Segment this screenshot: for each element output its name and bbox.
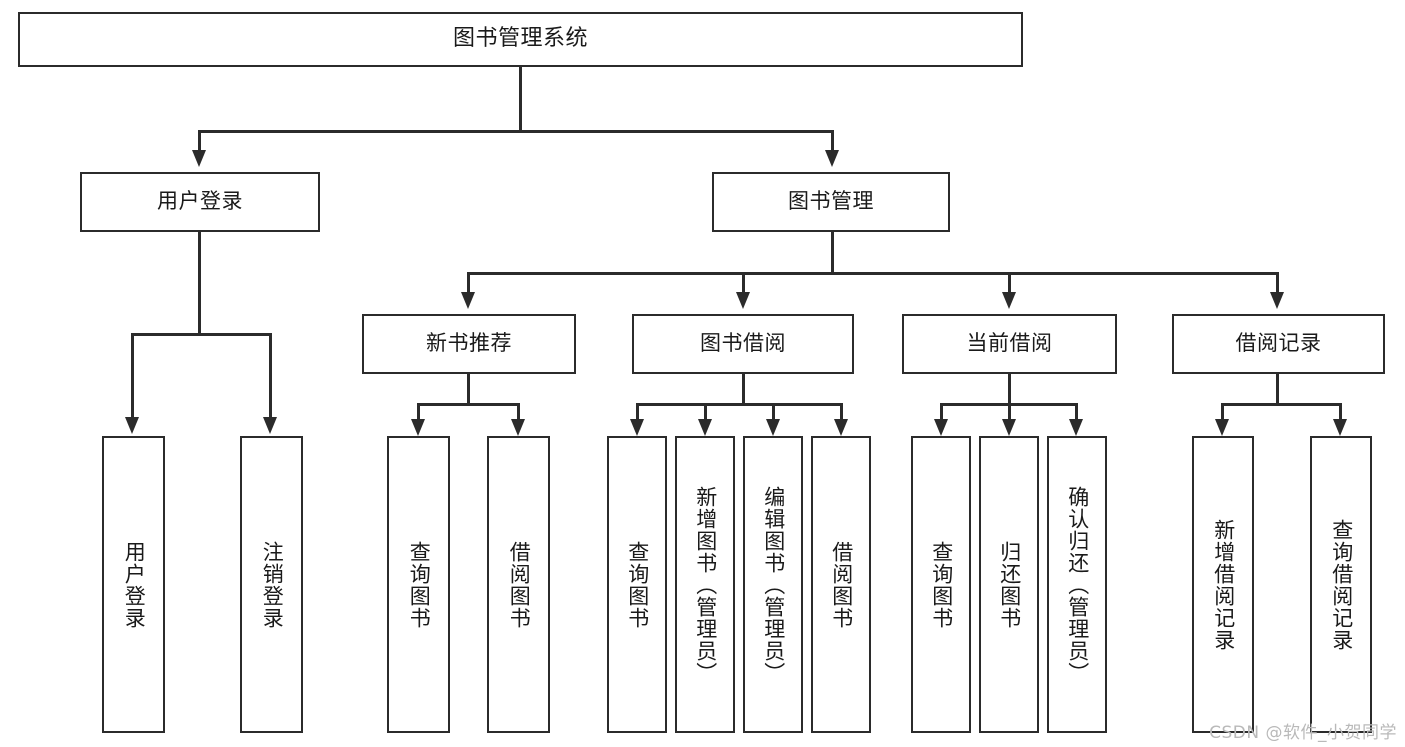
connector-drop-bb-3 [772,403,775,421]
arrow-to-br-1 [1215,419,1229,436]
leaf-add-book-admin[interactable]: 新增图书（管理员） [675,436,735,733]
leaf-query-book-cb[interactable]: 查询图书 [911,436,971,733]
connector-drop-br-2 [1339,403,1342,421]
leaf-label: 借阅图书 [829,540,854,629]
connector-drop-cb-2 [1008,403,1011,421]
connector-level3-bus [467,272,1279,275]
arrow-to-nbr-2 [511,419,525,436]
arrow-to-leaf-user-login [125,417,139,434]
connector-drop-book-management [831,130,834,152]
leaf-edit-book-admin[interactable]: 编辑图书（管理员） [743,436,803,733]
connector-drop-leaf-user-login [131,333,134,419]
connector-drop-br-1 [1221,403,1224,421]
connector-drop-bb-1 [636,403,639,421]
leaf-label: 查询图书 [407,540,432,629]
leaf-logout[interactable]: 注销登录 [240,436,303,733]
node-label: 图书管理系统 [452,26,588,52]
connector-current-borrow-stem [1008,374,1011,405]
leaf-query-borrow-record[interactable]: 查询借阅记录 [1310,436,1372,733]
connector-drop-nbr-1 [417,403,420,421]
node-new-book-recommend[interactable]: 新书推荐 [362,314,576,374]
connector-drop-leaf-logout [269,333,272,419]
connector-book-borrow-stem [742,374,745,405]
node-current-borrow[interactable]: 当前借阅 [902,314,1117,374]
connector-user-login-bus [131,333,272,336]
node-label: 当前借阅 [966,331,1053,356]
leaf-query-book-bb[interactable]: 查询图书 [607,436,667,733]
arrow-to-cb-1 [934,419,948,436]
leaf-label: 用户登录 [122,540,147,629]
leaf-borrow-book-nbr[interactable]: 借阅图书 [487,436,550,733]
connector-drop-borrow-records [1276,272,1279,294]
connector-drop-user-login [198,130,201,152]
connector-drop-nbr-2 [517,403,520,421]
node-borrow-records[interactable]: 借阅记录 [1172,314,1385,374]
node-label: 图书管理 [788,189,874,214]
arrow-to-borrow-records [1270,292,1284,309]
connector-drop-new-book-recommend [467,272,470,294]
node-book-management[interactable]: 图书管理 [712,172,950,232]
arrow-to-book-borrow [736,292,750,309]
arrow-to-user-login [192,150,206,167]
arrow-to-book-management [825,150,839,167]
connector-level2-bus [198,130,833,133]
leaf-label: 注销登录 [260,540,285,629]
connector-drop-current-borrow [1008,272,1011,294]
leaf-label: 新增借阅记录 [1211,518,1236,651]
node-label: 用户登录 [157,189,243,214]
arrow-to-nbr-1 [411,419,425,436]
node-label: 借阅记录 [1235,331,1322,356]
leaf-add-borrow-record[interactable]: 新增借阅记录 [1192,436,1254,733]
arrow-to-leaf-logout [263,417,277,434]
node-user-login[interactable]: 用户登录 [80,172,320,232]
leaf-query-book-nbr[interactable]: 查询图书 [387,436,450,733]
leaf-borrow-book-bb[interactable]: 借阅图书 [811,436,871,733]
arrow-to-bb-2 [698,419,712,436]
leaf-label: 确认归还（管理员） [1065,485,1090,684]
connector-new-book-recommend-bus [417,403,520,406]
arrow-to-br-2 [1333,419,1347,436]
leaf-label: 归还图书 [997,540,1022,629]
leaf-return-book[interactable]: 归还图书 [979,436,1039,733]
node-book-borrow[interactable]: 图书借阅 [632,314,854,374]
connector-root-stem [519,67,522,132]
connector-drop-cb-1 [940,403,943,421]
arrow-to-bb-1 [630,419,644,436]
arrow-to-bb-4 [834,419,848,436]
leaf-label: 查询图书 [625,540,650,629]
connector-drop-cb-3 [1075,403,1078,421]
arrow-to-current-borrow [1002,292,1016,309]
node-label: 新书推荐 [426,331,512,356]
connector-book-management-stem [831,232,834,274]
connector-borrow-records-bus [1221,403,1342,406]
leaf-confirm-return-admin[interactable]: 确认归还（管理员） [1047,436,1107,733]
connector-new-book-recommend-stem [467,374,470,405]
connector-user-login-stem [198,232,201,335]
watermark-text: CSDN @软件_小贺同学 [1209,723,1397,743]
arrow-to-new-book-recommend [461,292,475,309]
connector-drop-bb-4 [840,403,843,421]
leaf-label: 编辑图书（管理员） [761,485,786,684]
leaf-label: 查询借阅记录 [1329,518,1354,651]
arrow-to-cb-3 [1069,419,1083,436]
connector-drop-book-borrow [742,272,745,294]
leaf-label: 借阅图书 [507,540,532,629]
arrow-to-bb-3 [766,419,780,436]
leaf-user-login[interactable]: 用户登录 [102,436,165,733]
connector-borrow-records-stem [1276,374,1279,405]
leaf-label: 新增图书（管理员） [693,485,718,684]
arrow-to-cb-2 [1002,419,1016,436]
node-root-book-management-system[interactable]: 图书管理系统 [18,12,1023,67]
connector-drop-bb-2 [704,403,707,421]
leaf-label: 查询图书 [929,540,954,629]
connector-book-borrow-bus [636,403,843,406]
node-label: 图书借阅 [700,331,786,356]
